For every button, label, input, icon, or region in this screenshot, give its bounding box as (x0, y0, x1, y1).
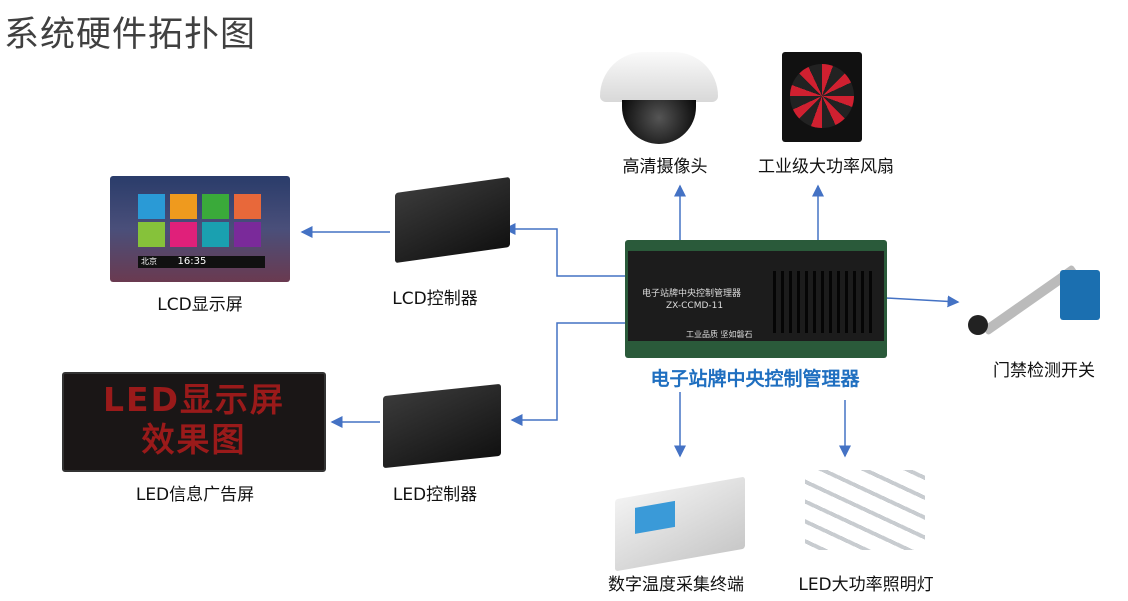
fan-image (782, 52, 862, 142)
temp-collector-label: 数字温度采集终端 (608, 575, 744, 595)
lcd-controller-label: LCD控制器 (392, 289, 478, 309)
central-controller-image: 电子站牌中央控制管理器 ZX-CCMD-11 工业品质 坚如磐石 (625, 240, 887, 358)
led-controller-image (383, 383, 501, 469)
led-controller-label: LED控制器 (392, 485, 478, 505)
camera-label: 高清摄像头 (622, 157, 708, 177)
camera-image (600, 52, 718, 102)
door-switch-label: 门禁检测开关 (993, 361, 1095, 381)
led-screen-label: LED信息广告屏 (135, 485, 255, 505)
arrow-to-led-controller (510, 322, 625, 426)
device-panel-title: 电子站牌中央控制管理器 (642, 289, 742, 299)
fan-label: 工业级大功率风扇 (758, 157, 894, 177)
lcd-time: 16:35 (177, 256, 207, 267)
led-screen-text-line2: 效果图 (141, 420, 247, 459)
central-controller-label: 电子站牌中央控制管理器 (650, 368, 860, 390)
lcd-screen-image: 北京 16:35 (110, 176, 290, 282)
lcd-screen-label: LCD显示屏 (157, 295, 243, 315)
led-light-image (805, 470, 925, 550)
arrow-to-lcd-controller (503, 223, 625, 277)
page-title: 系统硬件拓扑图 (4, 15, 257, 55)
led-screen-text-line1: LED显示屏 (103, 380, 285, 419)
device-model: ZX-CCMD-11 (666, 301, 724, 311)
device-slogan: 工业品质 坚如磐石 (686, 330, 753, 339)
led-light-label: LED大功率照明灯 (798, 575, 934, 595)
lcd-city: 北京 (141, 257, 157, 266)
led-screen-image: LED显示屏 效果图 (62, 372, 326, 472)
arrow-to-door-switch (885, 295, 960, 308)
